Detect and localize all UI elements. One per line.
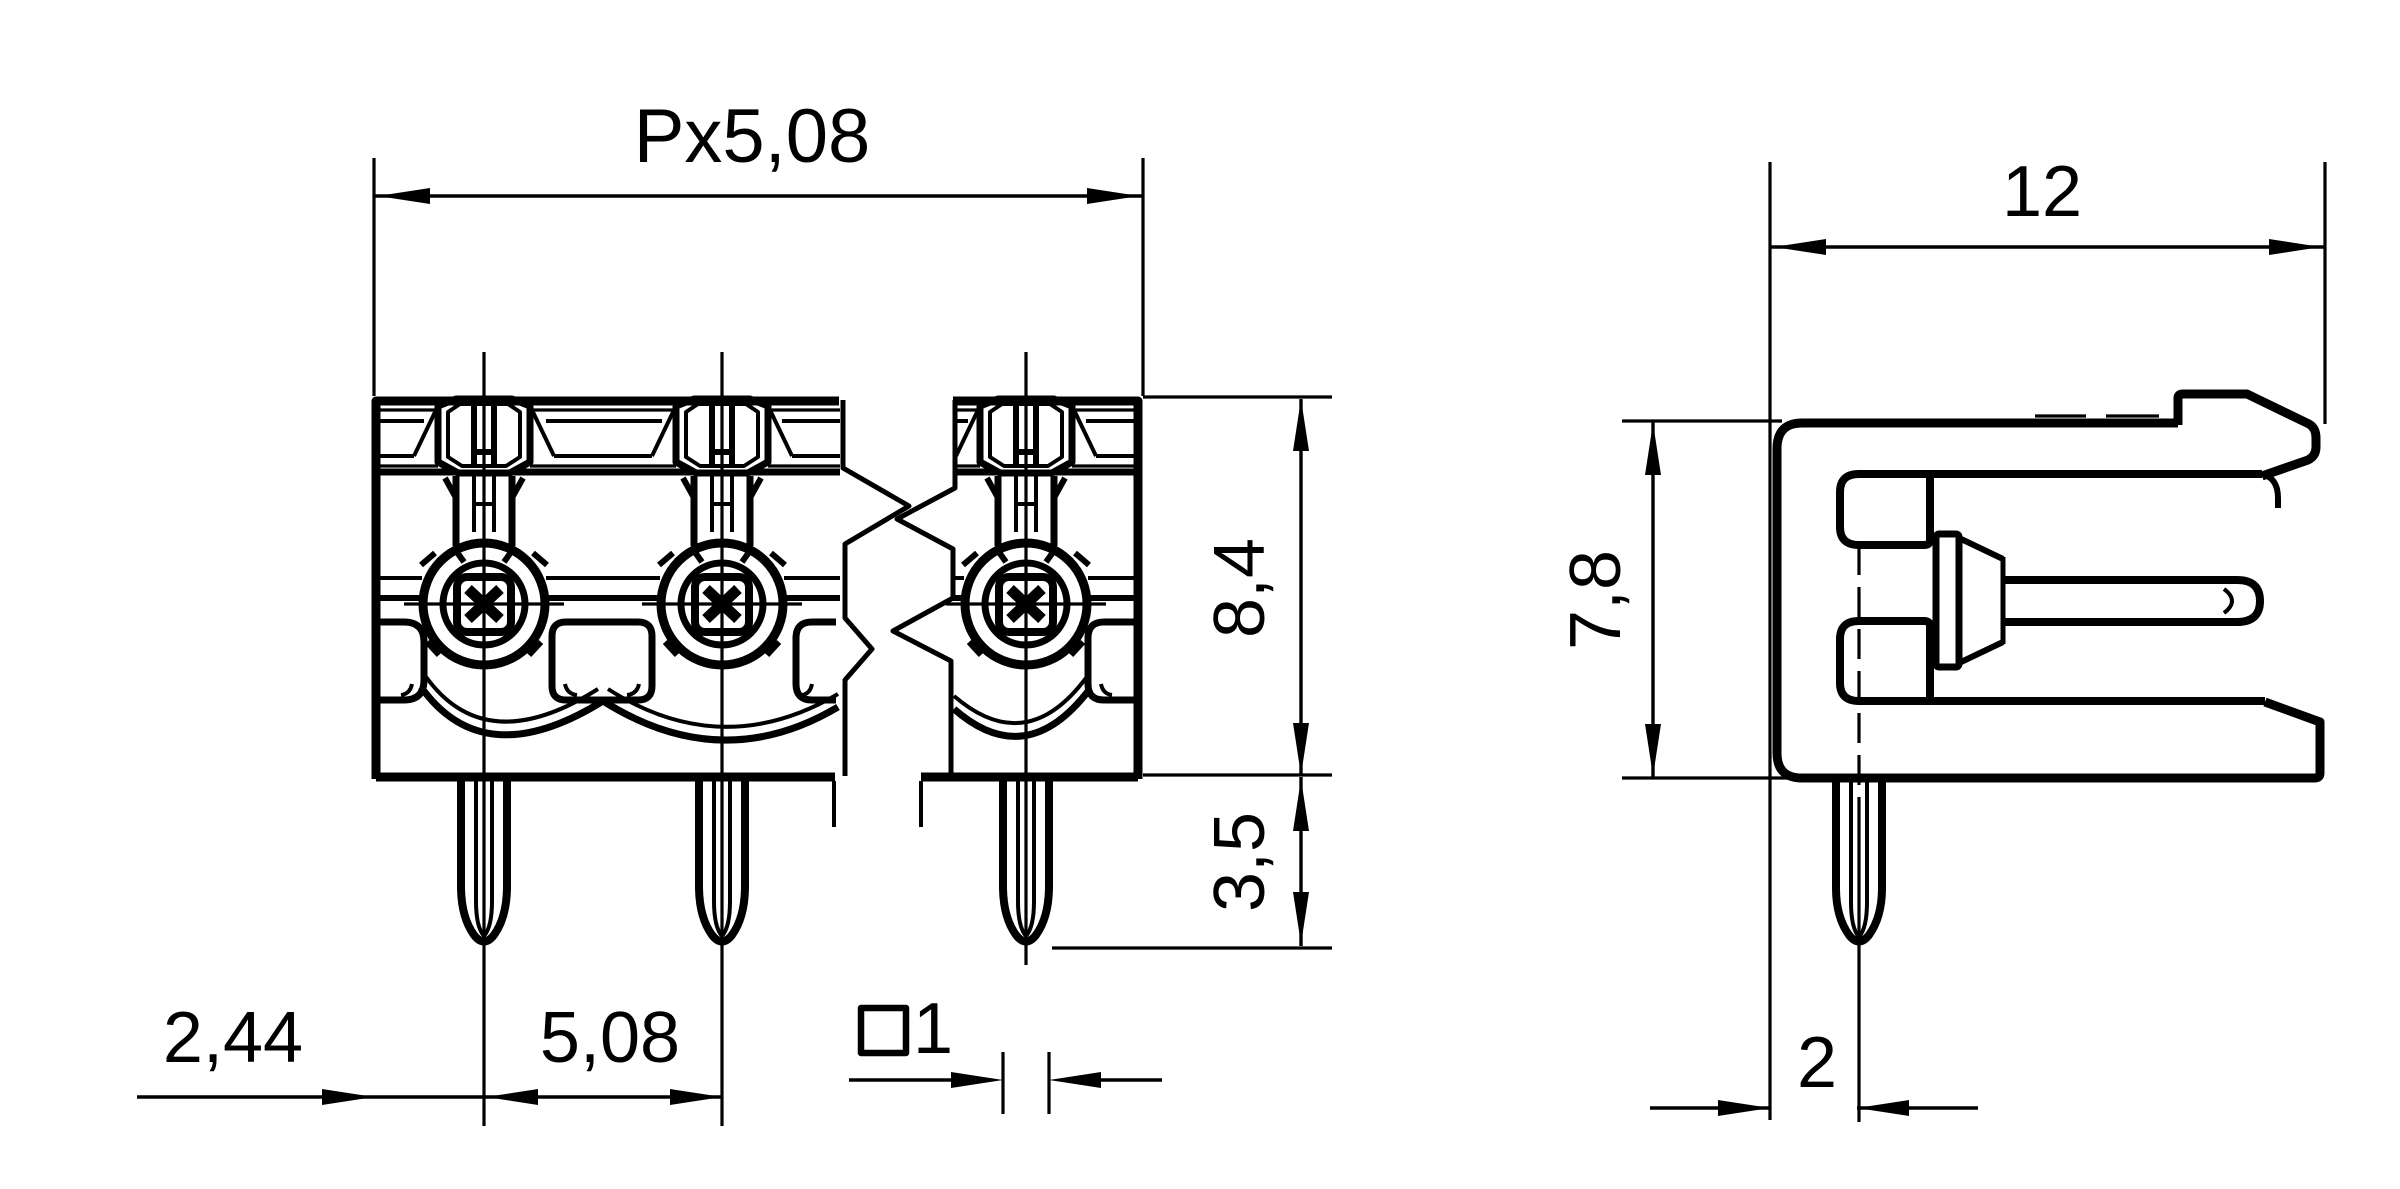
dim-edge-to-first-pin-label: 2,44 (163, 998, 303, 1078)
side-solder-pin (1832, 781, 1886, 946)
front-flange-band (376, 408, 1136, 476)
dim-side-height-label: 7,8 (1556, 550, 1636, 650)
mating-pin (2003, 576, 2264, 626)
dim-pin-pitch-label: 5,08 (540, 998, 680, 1078)
dim-pin-offset-label: 2 (1797, 1023, 1837, 1103)
dimension-pin-square: 1 (849, 989, 1162, 1088)
break-lines (832, 400, 958, 827)
dim-body-height-label: 8,4 (1200, 538, 1280, 638)
dimension-pin-offset: 2 (1650, 1023, 1978, 1116)
latch-profile (2173, 389, 2321, 481)
dimension-body-height: 8,4 (1200, 399, 1309, 775)
side-inner-cavity (1836, 470, 2281, 705)
dim-depth-label: 12 (2002, 152, 2082, 232)
dim-pin-length-label: 3,5 (1200, 812, 1280, 912)
dimension-depth: 12 (1770, 152, 2325, 255)
front-scallops (418, 672, 1092, 744)
side-view: 12 7,8 2 (1556, 152, 2327, 1122)
side-centerlines (1768, 162, 2327, 1122)
dimension-pitch-total: Px5,08 (374, 94, 1143, 204)
dim-pin-square-label: 1 (913, 989, 953, 1069)
front-centerlines (372, 158, 1332, 1126)
dimension-side-height: 7,8 (1556, 419, 1792, 780)
dimension-pin-length: 3,5 (1200, 777, 1309, 946)
dimension-bottom-row: 2,44 5,08 (137, 998, 722, 1105)
front-windows (376, 618, 1136, 704)
front-view: Px5,08 8,4 3,5 2,44 5,08 1 (137, 94, 1332, 1126)
square-section-symbol (857, 1004, 910, 1057)
front-rail-lines (378, 576, 1136, 601)
side-body-outline (1772, 389, 2325, 783)
dim-pitch-total-label: Px5,08 (634, 94, 871, 179)
